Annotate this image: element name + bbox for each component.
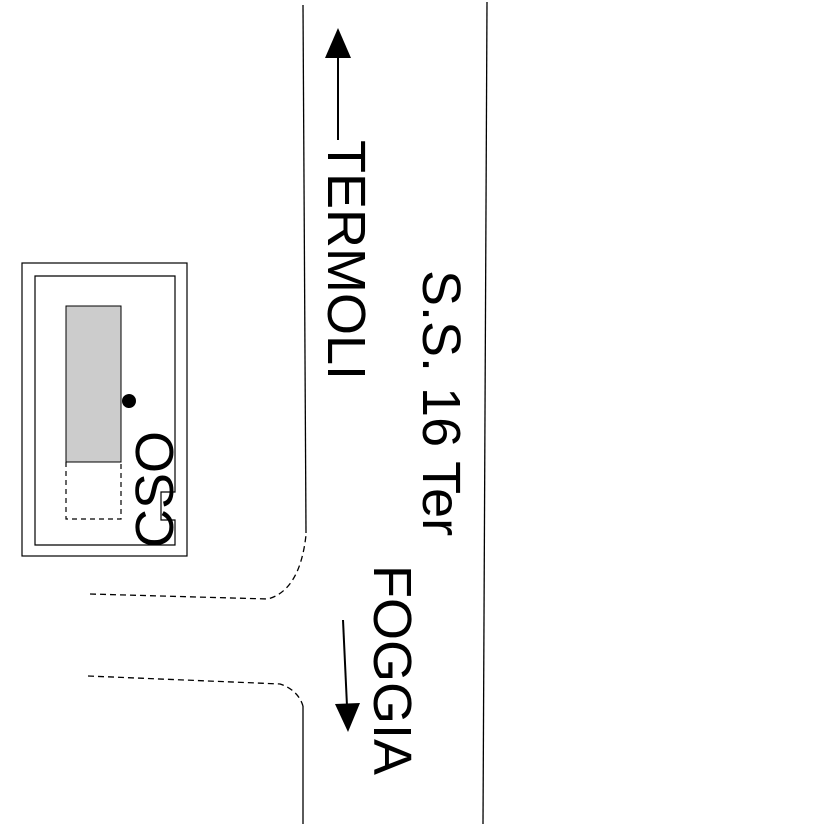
site-label-cso: CSO	[125, 431, 185, 548]
road-edge-west-north	[302, 4, 307, 534]
access-road	[87, 534, 307, 707]
arrow-down-icon	[335, 619, 360, 732]
direction-label-termoli: TERMOLI	[316, 140, 376, 380]
site-plot	[21, 262, 188, 557]
main-road	[302, 1, 488, 825]
building-extension-dashed	[65, 462, 122, 520]
access-road-edge-north	[89, 534, 307, 600]
access-road-edge-south	[87, 675, 304, 707]
plot-inner-boundary	[34, 275, 176, 546]
arrow-up-icon	[325, 28, 351, 140]
direction-label-foggia: FOGGIA	[362, 565, 422, 775]
point-marker-icon	[122, 394, 136, 408]
plot-outer-boundary	[21, 262, 188, 557]
road-edge-east	[482, 1, 488, 825]
road-name-label: S.S. 16 Ter	[411, 270, 471, 536]
building	[65, 305, 122, 463]
